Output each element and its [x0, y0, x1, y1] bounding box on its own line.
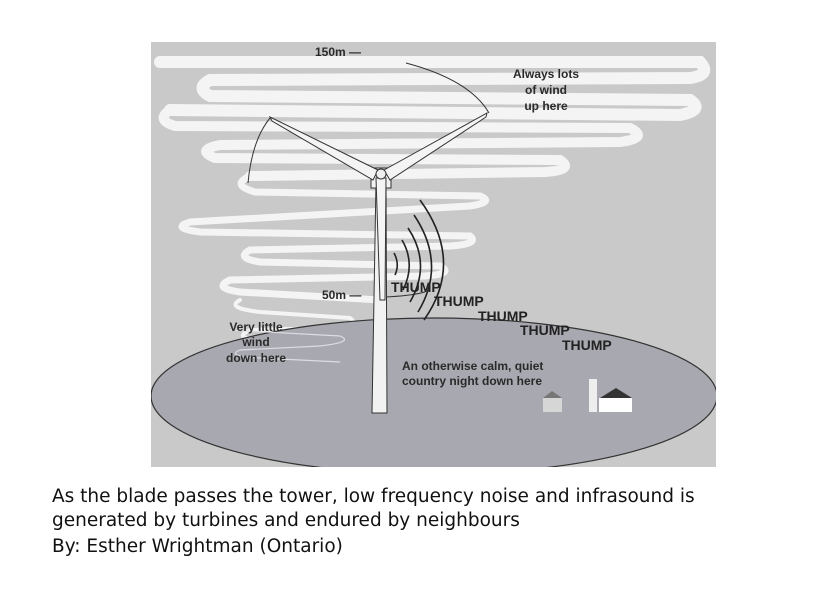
svg-text:THUMP: THUMP [520, 322, 570, 338]
caption-line-1: As the blade passes the tower, low frequ… [52, 486, 695, 507]
low-wind-streaks [229, 329, 345, 363]
houses [543, 379, 632, 412]
hub [375, 168, 387, 180]
caption-line-2: generated by turbines and endured by nei… [52, 510, 520, 531]
height-label-50m: 50m — [322, 288, 361, 302]
blade [383, 112, 488, 181]
svg-text:THUMP: THUMP [391, 279, 441, 295]
top-note: Always lots of wind up here [513, 67, 579, 113]
ground-note: An otherwise calm, quiet country night d… [402, 359, 543, 388]
blade-sweep-arcs [247, 62, 490, 298]
height-label-150m: 150m — [315, 45, 361, 59]
wind-streaks [154, 56, 711, 362]
svg-text:of wind: of wind [525, 83, 567, 97]
svg-text:down here: down here [226, 351, 286, 365]
ground [151, 317, 716, 467]
svg-text:THUMP: THUMP [478, 308, 528, 324]
svg-text:country night down here: country night down here [402, 374, 542, 388]
svg-text:THUMP: THUMP [562, 337, 612, 353]
bottom-note: Very little wind down here [226, 320, 286, 365]
svg-text:Always lots: Always lots [513, 67, 579, 81]
svg-text:wind: wind [241, 335, 269, 349]
sound-waves [393, 199, 445, 321]
svg-text:THUMP: THUMP [434, 293, 484, 309]
svg-text:up here: up here [524, 99, 568, 113]
svg-text:Very little: Very little [229, 320, 283, 334]
blade [268, 115, 379, 181]
wind-turbine [268, 112, 488, 414]
caption-credit: By: Esther Wrightman (Ontario) [52, 536, 343, 557]
svg-text:An otherwise calm, quiet: An otherwise calm, quiet [402, 359, 543, 373]
thump-labels: THUMP THUMP THUMP THUMP THUMP [391, 279, 612, 353]
